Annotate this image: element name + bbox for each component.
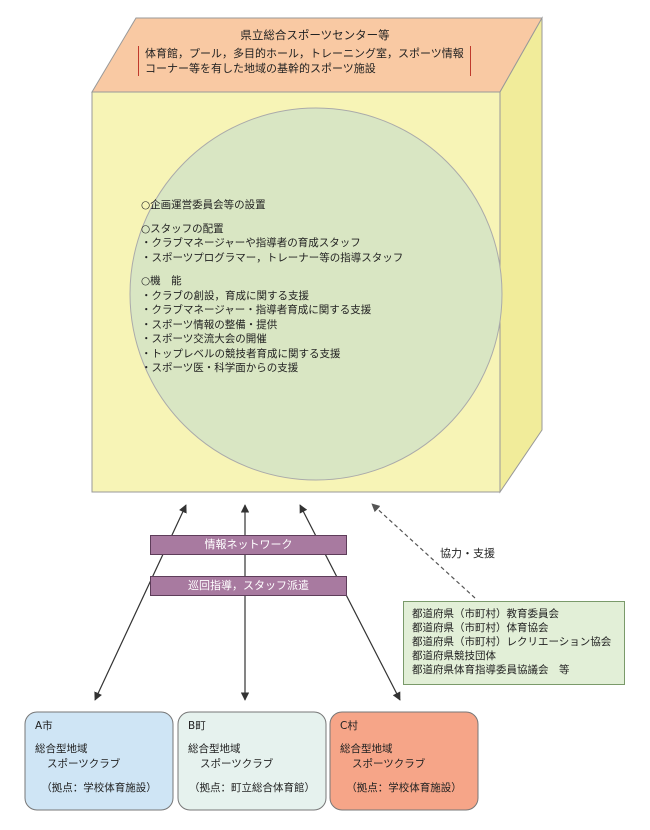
- network-bar: 情報ネットワーク: [150, 535, 347, 555]
- club-type: 総合型地域: [188, 743, 241, 755]
- club-name: B町: [188, 720, 206, 732]
- function-item: ・スポーツ交流大会の開催: [141, 333, 267, 345]
- staff-heading: ○スタッフの配置: [141, 222, 224, 235]
- circle-content: ○企画運営委員会等の設置 ○スタッフの配置 ・クラブマネージャーや指導者の育成ス…: [141, 198, 403, 376]
- club-type: 総合型地域: [35, 743, 88, 755]
- club-base: （拠点：学校体育施設）: [346, 782, 462, 794]
- club-base: （拠点：町立総合体育館）: [189, 782, 315, 794]
- club-label: スポーツクラブ: [352, 758, 426, 770]
- organization-item: 都道府県（市町村）レクリエーション協会: [412, 636, 612, 648]
- support-label: 協力・支援: [440, 547, 495, 560]
- club-label: スポーツクラブ: [200, 758, 274, 770]
- function-item: ・スポーツ情報の整備・提供: [141, 318, 278, 331]
- staff-item: ・スポーツプログラマー，トレーナー等の指導スタッフ: [141, 251, 404, 264]
- center-description-line-2: コーナー等を有した地域の基幹的スポーツ施設: [145, 62, 376, 75]
- organization-item: 都道府県競技団体: [412, 650, 496, 662]
- club-name: C村: [340, 720, 358, 732]
- function-item: ・クラブの創設，育成に関する支援: [141, 289, 309, 302]
- committee-heading: ○企画運営委員会等の設置: [141, 199, 266, 211]
- club-base: （拠点：学校体育施設）: [41, 782, 157, 794]
- functions-heading: ○機 能: [141, 275, 182, 287]
- functions-circle: [129, 107, 503, 481]
- center-description: 体育館，プール，多目的ホール，トレーニング室，スポーツ情報 コーナー等を有した地…: [138, 46, 471, 76]
- club-a: A市 総合型地域 スポーツクラブ （拠点：学校体育施設）: [25, 712, 173, 810]
- box-side-face: [499, 16, 543, 494]
- support-dashed-arrow: [371, 503, 476, 599]
- club-label: スポーツクラブ: [47, 758, 121, 770]
- function-item: ・クラブマネージャー・指導者育成に関する支援: [141, 304, 372, 316]
- organization-item: 都道府県（市町村）体育協会: [412, 622, 549, 634]
- organization-item: 都道府県（市町村）教育委員会: [412, 608, 559, 620]
- club-type: 総合型地域: [340, 743, 393, 755]
- center-title: 県立総合スポーツセンター等: [240, 28, 390, 42]
- guidance-bar: 巡回指導，スタッフ派遣: [150, 576, 347, 596]
- support-organizations-box: 都道府県（市町村）教育委員会 都道府県（市町村）体育協会 都道府県（市町村）レク…: [403, 601, 625, 685]
- center-description-line-1: 体育館，プール，多目的ホール，トレーニング室，スポーツ情報: [145, 47, 464, 60]
- club-c-box-bg: [329, 711, 479, 811]
- function-item: ・トップレベルの競技者育成に関する支援: [141, 347, 341, 360]
- club-b-box-bg: [177, 711, 327, 811]
- staff-item: ・クラブマネージャーや指導者の育成スタッフ: [141, 237, 361, 249]
- club-c: C村 総合型地域 スポーツクラブ （拠点：学校体育施設）: [330, 712, 478, 810]
- club-name: A市: [35, 720, 53, 732]
- organization-item: 都道府県体育指導委員協議会 等: [412, 664, 570, 676]
- club-b: B町 総合型地域 スポーツクラブ （拠点：町立総合体育館）: [178, 712, 326, 810]
- club-a-box-bg: [24, 711, 174, 811]
- function-item: ・スポーツ医・科学面からの支援: [141, 362, 299, 374]
